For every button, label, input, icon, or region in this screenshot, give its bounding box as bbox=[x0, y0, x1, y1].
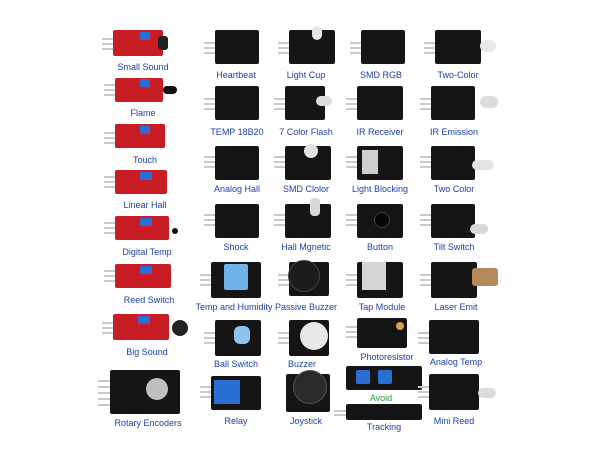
label-tap-module: Tap Module bbox=[358, 302, 406, 312]
label-small-sound: Small Sound bbox=[117, 62, 169, 72]
label-rotary-encoders: Rotary Encoders bbox=[114, 418, 182, 428]
label-heartbeat: Heartbeat bbox=[216, 70, 256, 80]
label-joystick: Joystick bbox=[289, 416, 323, 426]
label-smd-rgb: SMD RGB bbox=[359, 70, 403, 80]
label-light-cup: Light Cup bbox=[286, 70, 326, 80]
label-temp-18b20: TEMP 18B20 bbox=[210, 127, 264, 137]
label-relay: Relay bbox=[224, 416, 248, 426]
label-tracking: Tracking bbox=[366, 422, 402, 432]
label-two-color: Two-Color bbox=[437, 70, 479, 80]
label-avoid: Avoid bbox=[369, 393, 393, 403]
label-analog-temp: Analog Temp bbox=[429, 357, 483, 367]
label-photoresistor: Photoresistor bbox=[360, 352, 414, 362]
label-ir-receiver: IR Receiver bbox=[356, 127, 404, 137]
label-ir-emission: IR Emission bbox=[429, 127, 479, 137]
label-laser-emit: Laser Emit bbox=[434, 302, 478, 312]
label-button: Button bbox=[366, 242, 394, 252]
label-mini-reed: Mini Reed bbox=[433, 416, 475, 426]
label-smd-color: SMD Clolor bbox=[282, 184, 330, 194]
label-light-blocking: Light Blocking bbox=[351, 184, 409, 194]
label-big-sound: Big Sound bbox=[126, 347, 168, 357]
label-analog-hall: Analog Hall bbox=[213, 184, 261, 194]
label-two-color-b: Two Color bbox=[433, 184, 475, 194]
label-tilt-switch: Tilt Switch bbox=[433, 242, 475, 252]
label-linear-hall: Linear Hall bbox=[123, 200, 167, 210]
label-passive-buzzer: Passive Buzzer bbox=[274, 302, 338, 312]
label-touch: Touch bbox=[132, 155, 158, 165]
label-flame: Flame bbox=[130, 108, 156, 118]
label-hall-magnetic: Hall Mgnetic bbox=[281, 242, 331, 252]
label-7-color-flash: 7 Color Flash bbox=[279, 127, 333, 137]
label-shock: Shock bbox=[223, 242, 249, 252]
label-temp-humidity: Temp and Humidity bbox=[195, 302, 273, 312]
label-reed-switch: Reed Switch bbox=[123, 295, 175, 305]
label-buzzer: Buzzer bbox=[287, 359, 317, 369]
label-digital-temp: Digital Temp bbox=[122, 247, 172, 257]
label-ball-switch: Ball Switch bbox=[213, 359, 259, 369]
